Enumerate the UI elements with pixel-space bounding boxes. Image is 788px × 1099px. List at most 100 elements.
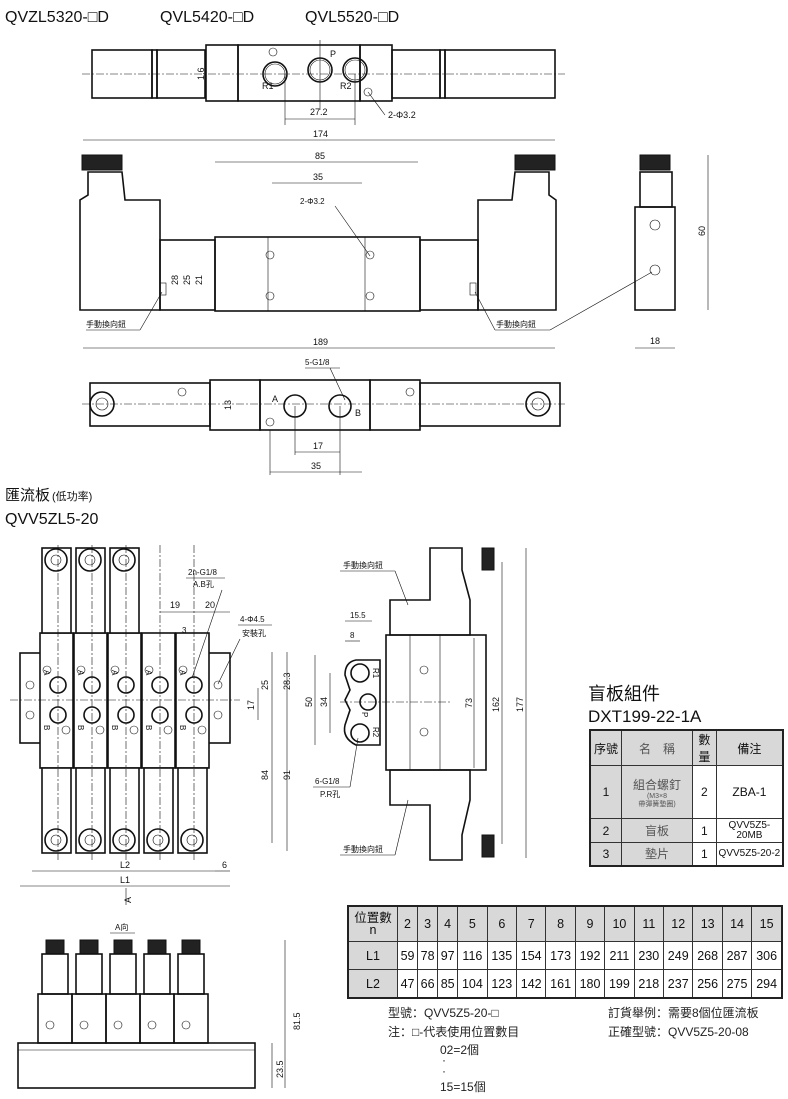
cell-l1: 306 [751,941,783,970]
cell-n: 13 [692,905,723,942]
side-dim-60: 60 [697,226,707,236]
header-qty: 數量 [692,729,717,766]
port-b-label: B [42,725,51,730]
connector-icon [186,834,198,846]
row-remark: QVV5Z5-20-2 [715,842,784,866]
valve-body [107,632,142,769]
row-name-sub1: (M3×8 [646,792,668,800]
cell-l1: 192 [574,941,606,970]
cell-n: 6 [486,905,518,942]
valve-body [173,993,209,1044]
mount-hole-icon [213,680,223,690]
cell-l1: 135 [486,941,518,970]
header-remark: 備注 [715,729,784,766]
solenoid-coil [41,953,69,995]
dim-34: 34 [319,697,329,707]
note-dots-2: · [442,1064,446,1078]
solenoid-coil-bottom [41,767,72,854]
port-r2-label: R2 [340,81,352,91]
dim-85: 85 [315,151,325,161]
mount-hole-icon [25,710,35,720]
cell-l2: 142 [515,969,547,999]
manifold-side-view: 手動換向鈕 15.5 8 50 34 R1 P R2 6-G1/8 P.R孔 7… [304,547,527,861]
screw-icon [178,665,188,675]
row-name-sub2: 帶彈簧墊圈) [638,800,676,808]
pr-ports-note: P.R孔 [320,790,340,799]
order-example: 訂貨舉例：需要8個位匯流板 [608,1006,759,1020]
cell-l2: 47 [396,969,419,999]
connector-icon [50,554,62,566]
row-remark: ZBA-1 [715,765,784,819]
bottom-dim-35: 35 [311,461,321,471]
port-b-label: B [355,408,361,418]
manifold-front-view: A向 81.5 23.5 [17,922,302,1089]
connector-icon [152,834,164,846]
row-no: 2 [589,818,622,843]
note-last: 15=15個 [440,1080,486,1094]
mount-holes-label: 4-Φ4.5 [240,615,265,624]
dim-73: 73 [464,698,474,708]
port-a-label: A [272,394,278,404]
cell-l1: 154 [515,941,547,970]
screw-icon [163,725,173,735]
mount-hole-icon [25,680,35,690]
cell-n: 3 [417,905,439,942]
mount-holes-note: 安裝孔 [242,628,266,638]
header-name: 名 稱 [621,729,693,766]
side-manual-bottom: 手動換向鈕 [343,844,383,854]
valve-body [105,993,141,1044]
cell-l2: 66 [417,969,439,999]
screw-icon [42,665,52,675]
screw-icon [113,1020,123,1030]
valve-body [175,632,210,769]
blind-kit-title: 盲板組件 [588,684,660,704]
connector-icon [84,834,96,846]
blind-kit-model: DXT199-22-1A [588,707,702,726]
cell-l2: 123 [486,969,518,999]
port-a-label: A [110,670,119,676]
cell-l1: 59 [396,941,419,970]
mount-hole-icon [213,710,223,720]
cell-l2: 294 [751,969,783,999]
cell-n: 4 [437,905,459,942]
manifold-subtitle: (低功率) [52,489,92,503]
connector-icon [45,939,65,955]
ab-ports-note: A.B孔 [193,580,214,589]
port-a-label: A [76,670,85,676]
port-a-label: A [178,670,187,676]
row-remark: QVV5Z5-20MB [715,818,784,843]
port-p-label: P [330,49,336,59]
dim-28: 28 [170,275,180,285]
connector-icon [50,834,62,846]
port-r2: R2 [371,727,380,738]
valve-body [73,632,108,769]
cell-l2: 218 [633,969,665,999]
solenoid-coil [177,953,205,995]
connector-icon [181,939,201,955]
connector-icon [146,828,170,852]
connector-icon [44,548,68,572]
row-name-text: 組合螺釘 [632,777,681,792]
dim-50: 50 [304,697,314,707]
dim-6: 6 [222,860,227,870]
row-qty: 1 [692,842,717,866]
dim-15-5: 15.5 [350,611,366,620]
model-1: QVZL5320-□D [5,9,109,26]
manual-override-right: 手動換向鈕 [496,319,536,329]
l2-header: L2 [347,969,398,999]
cell-l2: 199 [604,969,635,999]
order-model: 正確型號：QVV5Z5-20-08 [608,1025,749,1039]
model-3: QVL5520-□D [305,9,399,26]
dim-35: 35 [313,172,323,182]
connector-icon [78,828,102,852]
port-r1-label: R1 [262,81,274,91]
dim-84: 84 [260,770,270,780]
cell-n: 5 [457,905,488,942]
cell-l2: 180 [574,969,606,999]
dim-81-5: 81.5 [292,1012,302,1030]
